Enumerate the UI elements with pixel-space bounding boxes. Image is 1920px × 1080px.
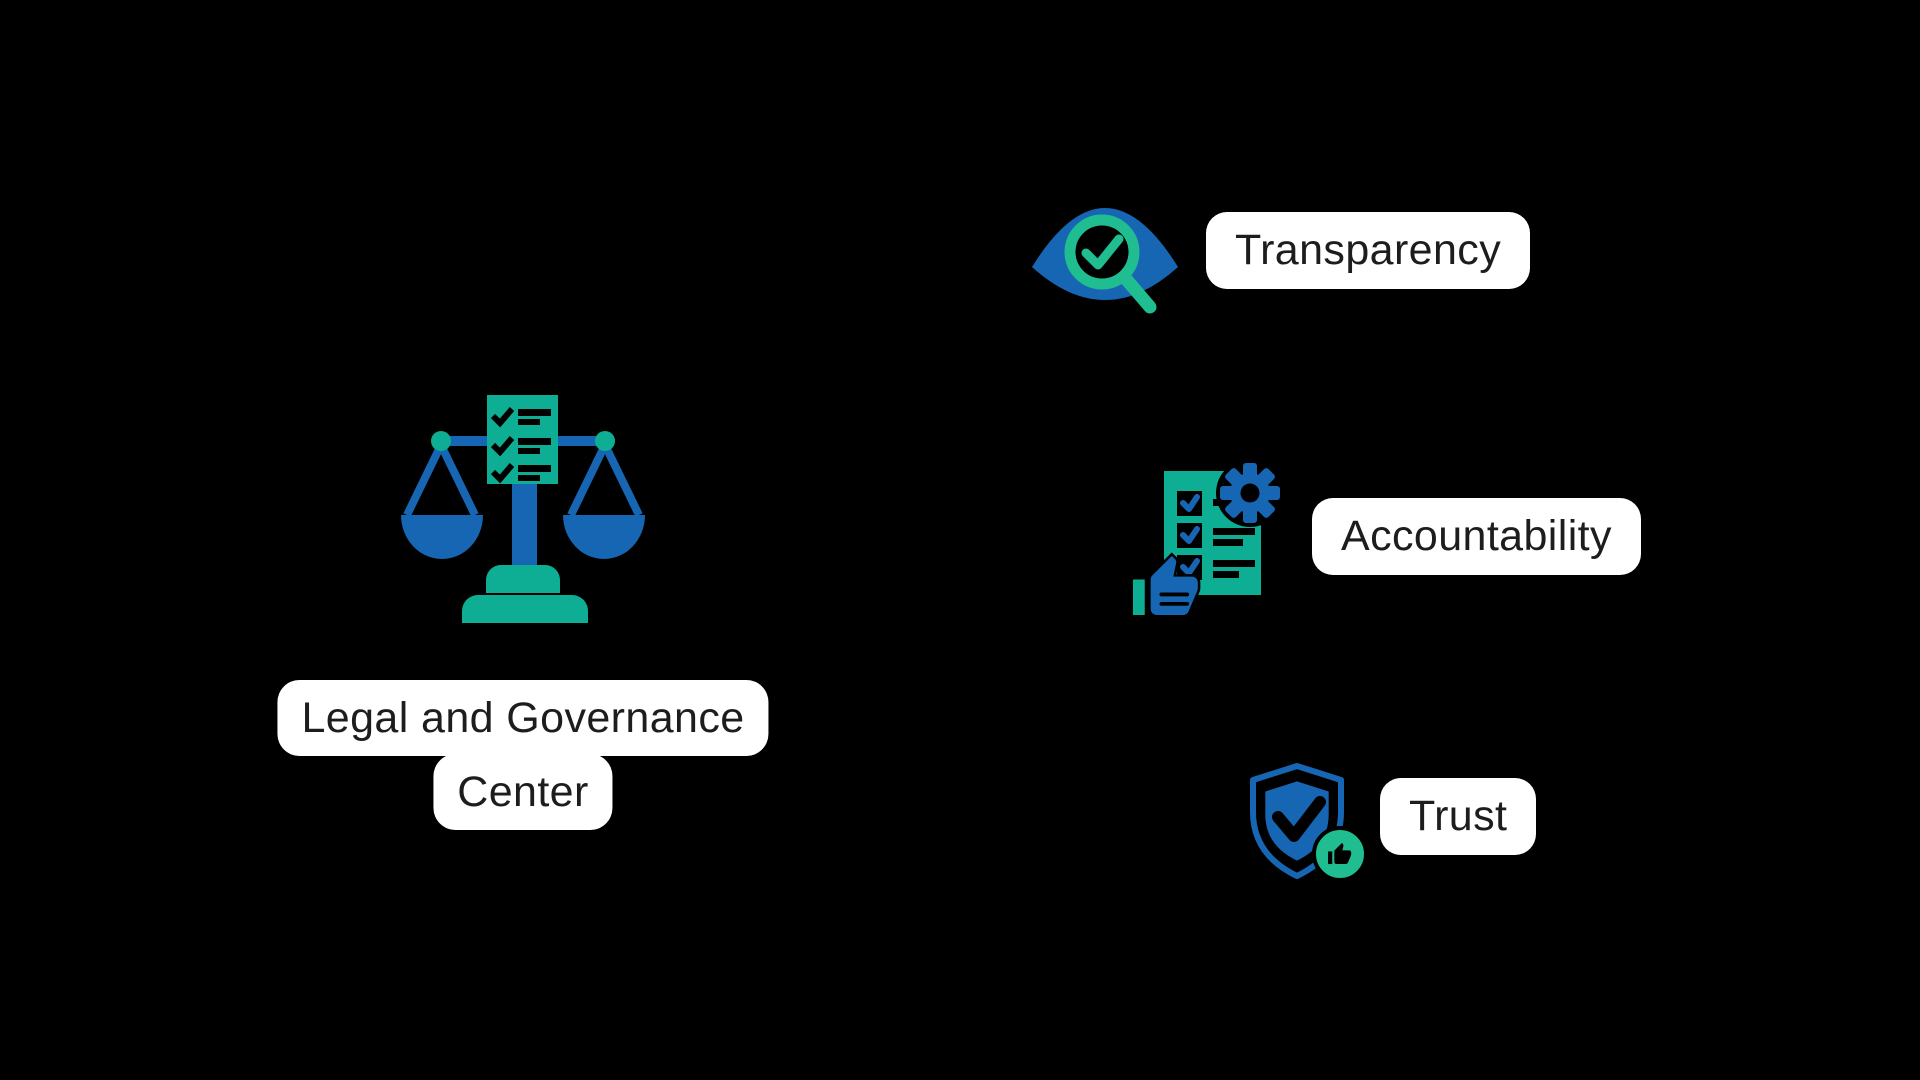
trust-label: Trust bbox=[1380, 778, 1537, 856]
magnifier-handle bbox=[1119, 272, 1157, 314]
scales-strings bbox=[403, 443, 643, 517]
center-label-line2: Center bbox=[433, 754, 613, 830]
checklist-document bbox=[487, 395, 558, 484]
checklist-lines bbox=[518, 409, 551, 481]
checklist-gear-thumbs-up-icon bbox=[1130, 459, 1284, 618]
node-accountability bbox=[1123, 458, 1285, 630]
center-node bbox=[400, 393, 650, 625]
scales-base-upper bbox=[486, 565, 560, 593]
scale-bowl-right bbox=[563, 515, 645, 559]
shield-check-thumbs-up-icon bbox=[1250, 763, 1368, 882]
thumb-sleeve bbox=[1130, 577, 1148, 618]
scale-bowl-left bbox=[401, 515, 483, 559]
shield-checkmark bbox=[1272, 796, 1326, 842]
finger-slits bbox=[1159, 592, 1189, 606]
scales-of-justice-icon bbox=[401, 395, 645, 623]
gear-icon bbox=[1220, 463, 1280, 523]
thumbs-up-icon bbox=[1130, 552, 1201, 618]
document-checkboxes bbox=[1177, 491, 1202, 580]
beam-right-circle bbox=[595, 431, 615, 451]
node-transparency bbox=[1030, 195, 1180, 320]
shield-fill bbox=[1265, 781, 1329, 861]
beam-left-circle bbox=[431, 431, 451, 451]
center-node-label: Legal and Governance Center bbox=[277, 680, 769, 830]
lens-checkmark bbox=[1081, 234, 1124, 270]
eye-magnifier-check-icon bbox=[1032, 208, 1178, 314]
scales-pillar bbox=[512, 484, 537, 565]
accountability-label: Accountability bbox=[1312, 498, 1641, 576]
node-trust bbox=[1243, 760, 1375, 885]
center-label-line1: Legal and Governance bbox=[277, 680, 769, 756]
badge-thumbs-up-icon bbox=[1328, 843, 1352, 865]
checklist-checkmarks bbox=[490, 407, 515, 484]
transparency-label: Transparency bbox=[1206, 212, 1531, 290]
scales-base-lower bbox=[462, 595, 588, 623]
